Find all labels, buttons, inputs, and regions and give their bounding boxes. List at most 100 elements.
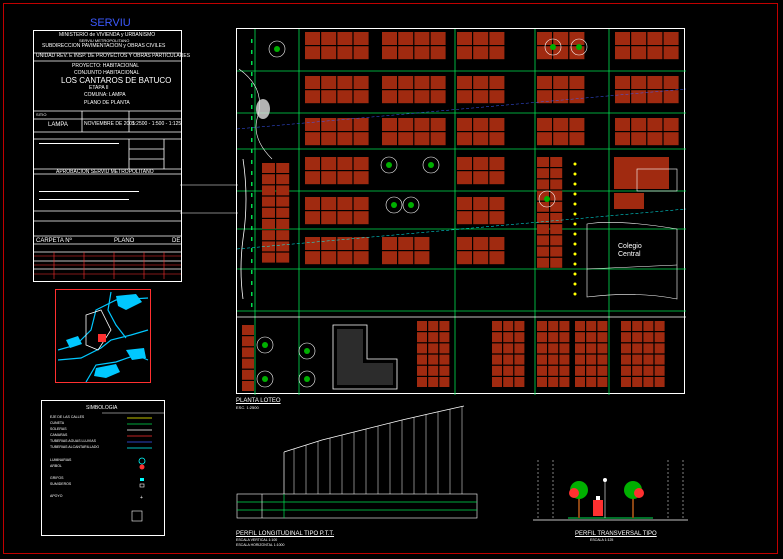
grass-mark	[251, 116, 253, 120]
legend-row: GRIFOS	[50, 476, 64, 480]
housing-block	[537, 76, 585, 104]
lot	[382, 118, 397, 131]
lot	[414, 46, 430, 60]
site-value: LAMPA	[48, 122, 68, 128]
housing-block	[615, 76, 679, 104]
lot	[550, 213, 563, 223]
lot	[615, 46, 630, 60]
carpeta-label: CARPETA Nº	[36, 238, 72, 244]
lot	[586, 321, 597, 331]
grass-mark	[251, 83, 253, 87]
plan-title: PLANTA LOTEO	[236, 398, 281, 404]
tree-icon	[304, 376, 310, 382]
lot	[242, 381, 254, 391]
lot	[631, 90, 647, 104]
project-name: LOS CANTAROS DE BATUCO	[61, 76, 172, 85]
legend-row: TUBERIAS AGUAS LLUVIAS	[50, 439, 96, 443]
lot	[305, 32, 320, 45]
lot	[550, 235, 563, 246]
lot	[417, 365, 427, 376]
lot	[537, 343, 547, 354]
lot	[242, 369, 254, 380]
lot	[321, 76, 337, 89]
lot	[559, 365, 570, 376]
tree-icon	[304, 348, 310, 354]
lot	[597, 332, 608, 343]
lot	[492, 354, 502, 365]
lot	[569, 90, 585, 104]
lot	[550, 246, 563, 257]
lot	[647, 132, 663, 146]
lot	[457, 76, 472, 89]
approval-line: APROBACION SERVIU METROPOLITANO	[56, 169, 154, 175]
lot	[337, 76, 353, 89]
lot	[305, 211, 320, 225]
lot	[575, 321, 585, 331]
lot	[553, 76, 569, 89]
lot	[643, 343, 654, 354]
lot	[632, 332, 643, 343]
luminaire-icon	[573, 222, 577, 226]
legend-symbols: +	[102, 412, 164, 522]
lot	[337, 90, 353, 104]
grass-mark	[251, 160, 253, 164]
lot	[242, 336, 254, 347]
lot	[439, 343, 450, 354]
lot	[489, 157, 505, 170]
lot	[321, 32, 337, 45]
lot	[321, 237, 337, 250]
lot	[654, 377, 665, 387]
lot	[643, 332, 654, 343]
housing-block	[621, 321, 665, 387]
lot	[276, 241, 290, 252]
lot	[537, 168, 549, 179]
lot	[597, 321, 608, 331]
lot	[276, 174, 290, 185]
lot	[414, 132, 430, 146]
lot	[353, 157, 369, 170]
plaza-circle	[570, 38, 588, 56]
lot	[457, 90, 472, 104]
grass-mark	[251, 204, 253, 208]
lot	[398, 46, 414, 60]
location-map-drawing	[57, 291, 149, 382]
lot	[262, 163, 275, 173]
tree-icon	[550, 44, 556, 50]
lot	[548, 343, 559, 354]
lot	[492, 332, 502, 343]
luminaire-icon	[573, 182, 577, 186]
lot	[621, 332, 631, 343]
lot	[537, 354, 547, 365]
housing-block	[305, 32, 369, 60]
lot	[305, 90, 320, 104]
lot	[550, 224, 563, 235]
lot	[489, 211, 505, 225]
lot	[430, 76, 446, 89]
lot	[430, 118, 446, 131]
lot	[503, 343, 514, 354]
lot	[353, 237, 369, 250]
grass-mark	[251, 215, 253, 219]
lot	[439, 377, 450, 387]
plaza-circle	[422, 156, 440, 174]
lot	[492, 365, 502, 376]
housing-block	[457, 197, 505, 225]
housing-block	[457, 32, 505, 60]
lot	[537, 321, 547, 331]
lot	[305, 157, 320, 170]
lot	[398, 132, 414, 146]
lot	[337, 32, 353, 45]
lot	[647, 76, 663, 89]
lot	[382, 76, 397, 89]
lot	[489, 251, 505, 265]
luminaire-icon	[573, 202, 577, 206]
lot	[537, 257, 549, 268]
long-profile-sub-1: ESCALA VERTICAL 1:100	[236, 538, 278, 542]
lot	[559, 321, 570, 331]
lot	[489, 197, 505, 210]
lot	[414, 90, 430, 104]
lot	[276, 163, 290, 173]
lot	[457, 211, 472, 225]
lot	[569, 32, 585, 45]
lot	[537, 32, 552, 45]
